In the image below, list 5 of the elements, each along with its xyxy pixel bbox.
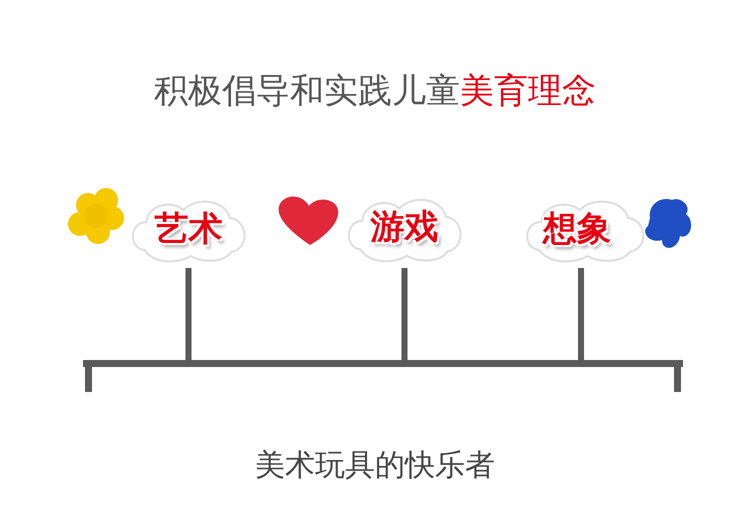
connector-line <box>402 268 408 360</box>
caption: 美术玩具的快乐者 <box>254 447 496 485</box>
title: 积极倡导和实践儿童美育理念 <box>153 70 597 113</box>
connector-line <box>186 268 192 360</box>
connector-line <box>578 268 584 360</box>
